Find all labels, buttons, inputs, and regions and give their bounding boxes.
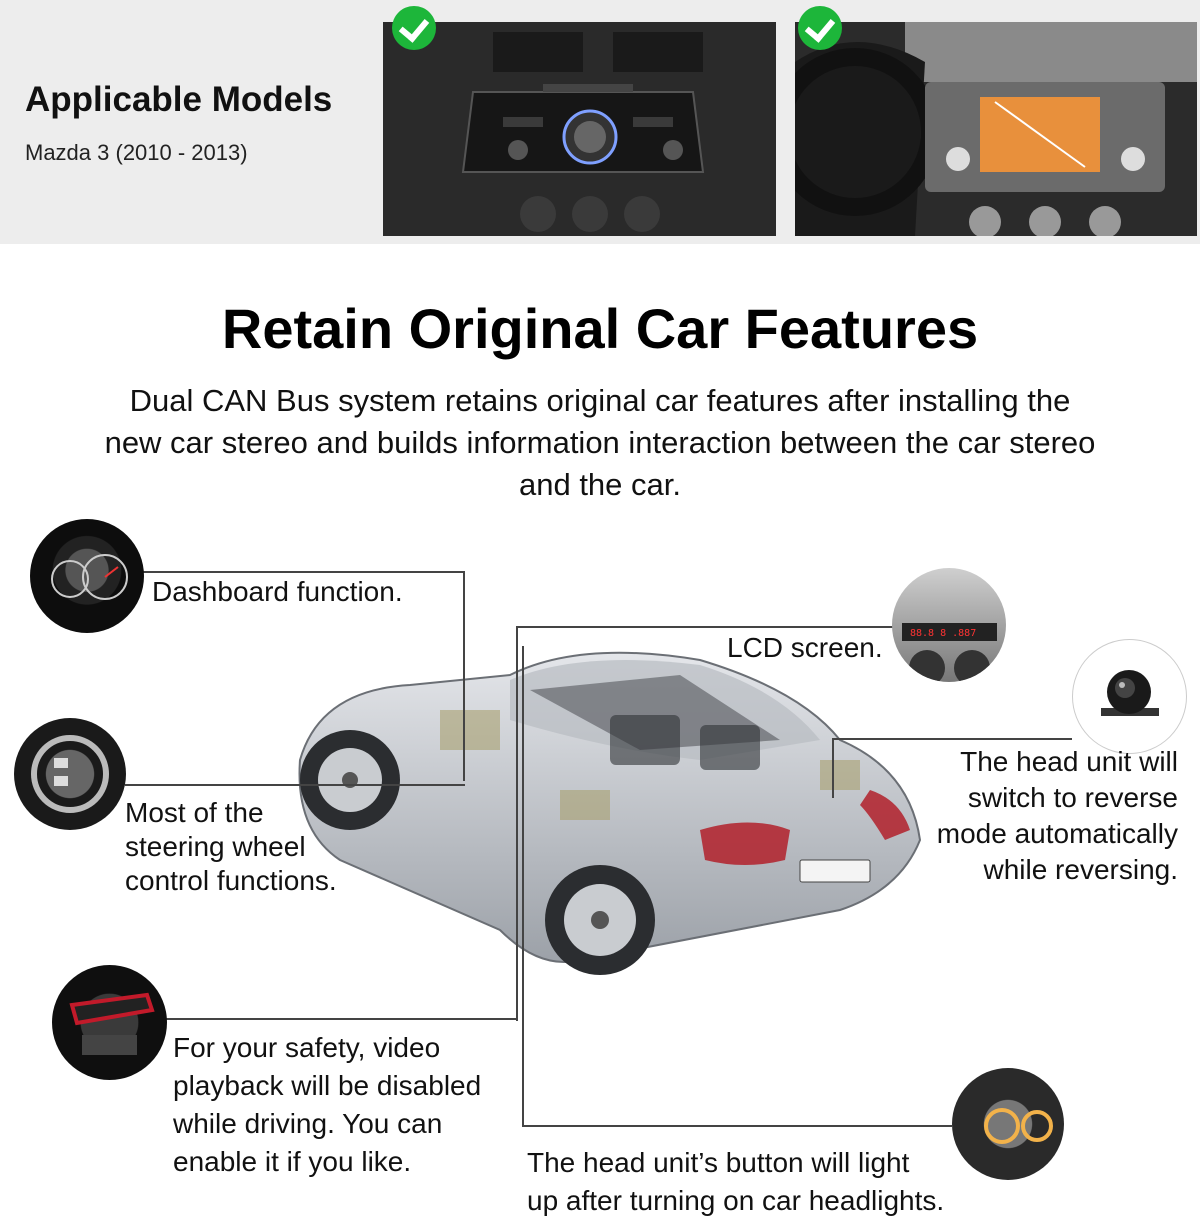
feature-dashboard-label: Dashboard function. (152, 576, 403, 607)
page-title: Retain Original Car Features (221, 297, 979, 360)
feature-safety-label: For your safety, video playback will be … (173, 1032, 482, 1177)
callout-line (522, 646, 524, 1126)
callout-line (832, 738, 1072, 740)
feature-headlights-label: The head unit’s button will light up aft… (527, 1147, 945, 1216)
callout-line (832, 738, 834, 798)
callout-line (522, 1125, 952, 1127)
callout-line (463, 571, 465, 781)
page-description: Dual CAN Bus system retains original car… (104, 383, 1096, 502)
callout-line (516, 626, 894, 628)
svg-text:88.8 8 .887: 88.8 8 .887 (910, 628, 976, 639)
handbrake-icon (52, 965, 167, 1080)
reverse-camera-icon (1072, 639, 1187, 754)
applicable-models-title: Applicable Models (25, 80, 333, 119)
headlight-icon (952, 1068, 1064, 1180)
original-dashboard-photo (383, 22, 776, 236)
feature-steering-label: Most of the steering wheel control funct… (125, 797, 337, 896)
check-icon (798, 6, 842, 50)
lcd-screen-icon: 88.8 8 .887 (892, 568, 1006, 682)
steering-wheel-icon (14, 718, 126, 830)
original-navigation-photo (795, 22, 1197, 236)
callout-line (516, 626, 518, 1021)
feature-reverse-label: The head unit will switch to reverse mod… (936, 746, 1178, 885)
check-icon (392, 6, 436, 50)
car-illustration (298, 651, 922, 975)
feature-lcd-label: LCD screen. (727, 632, 883, 663)
applicable-models-subtitle: Mazda 3 (2010 - 2013) (25, 140, 248, 165)
callout-line (125, 784, 465, 786)
dashboard-icon (30, 519, 144, 633)
callout-line (165, 1018, 518, 1020)
callout-line (143, 571, 465, 573)
